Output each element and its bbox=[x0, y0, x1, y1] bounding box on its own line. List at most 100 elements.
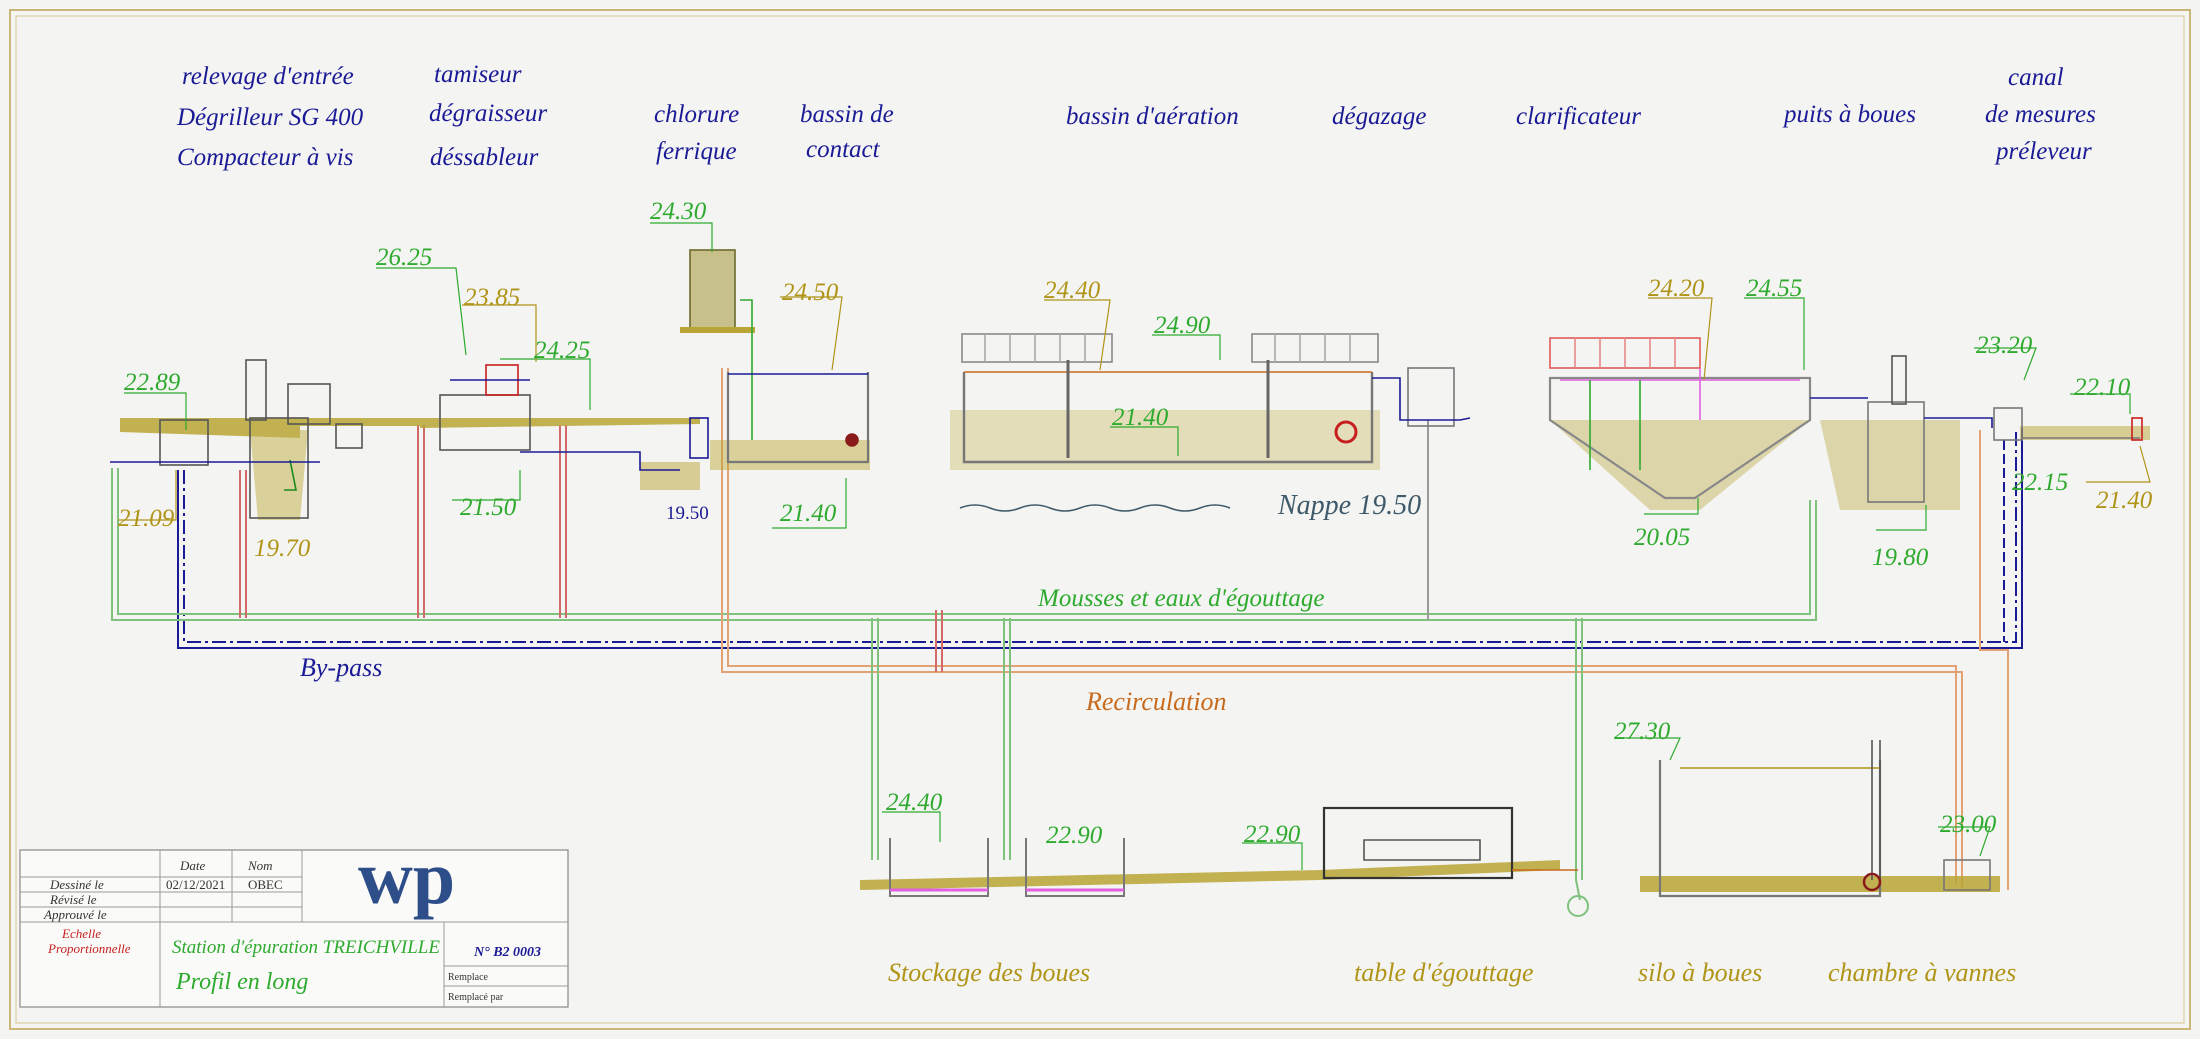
clarifier-body bbox=[1548, 376, 1812, 500]
header-bassin-de: bassin de bbox=[800, 101, 894, 128]
degrilleur-pit bbox=[249, 417, 309, 519]
green-down-3 bbox=[1575, 618, 1581, 901]
red-drop-1 bbox=[239, 470, 247, 618]
silo-body bbox=[1658, 760, 1882, 898]
relevage-pump bbox=[284, 459, 297, 491]
ground-6 bbox=[950, 410, 1380, 470]
bypass-line-2 bbox=[183, 428, 2017, 643]
drawing-frame bbox=[9, 9, 2191, 1030]
nappe-wave bbox=[959, 504, 1231, 512]
level-21-50: 21.50 bbox=[460, 494, 517, 521]
level-24-55: 24.55 bbox=[1746, 275, 1802, 302]
header-puits: puits à boues bbox=[1782, 101, 1916, 128]
egouttage-table bbox=[1363, 839, 1481, 861]
level-21-09: 21.09 bbox=[118, 505, 175, 532]
logo: wp bbox=[358, 836, 455, 920]
red-drop-3 bbox=[559, 425, 567, 618]
puits-riser bbox=[1891, 355, 1907, 405]
contact-basin bbox=[726, 372, 870, 464]
level-24-30: 24.30 bbox=[650, 198, 707, 225]
line-labels: Nappe 19.50 Mousses et eaux d'égouttage … bbox=[300, 490, 1421, 716]
ground bbox=[120, 410, 2150, 892]
level-21-40-canal: 21.40 bbox=[2096, 487, 2153, 514]
title-block: Date Nom Dessiné le Révisé le Approuvé l… bbox=[19, 836, 569, 1008]
ground-9 bbox=[2020, 426, 2150, 440]
level-22-10: 22.10 bbox=[2074, 374, 2131, 401]
header-mesures: de mesures bbox=[1985, 101, 2096, 128]
nappe-label: Nappe 19.50 bbox=[1277, 490, 1421, 521]
header-clarificateur: clarificateur bbox=[1516, 103, 1641, 130]
ground-1 bbox=[120, 418, 420, 438]
clarifier-pink bbox=[1560, 368, 1800, 420]
header-degraisseur: dégraisseur bbox=[429, 100, 547, 127]
compacteur bbox=[287, 383, 331, 425]
header-preleveur: préleveur bbox=[1994, 138, 2092, 165]
remplace: Remplace bbox=[448, 972, 489, 983]
label-egouttage: table d'égouttage bbox=[1354, 958, 1534, 987]
level-22-90-egouttage: 22.90 bbox=[1244, 821, 1301, 848]
chambre-valve bbox=[1862, 872, 1882, 892]
level-19-70: 19.70 bbox=[254, 535, 311, 562]
degazage-pipe bbox=[1372, 377, 1471, 421]
bypass-label: By-pass bbox=[300, 653, 382, 682]
level-20-05: 20.05 bbox=[1634, 524, 1690, 551]
header-aeration: bassin d'aération bbox=[1066, 103, 1239, 130]
level-24-50: 24.50 bbox=[782, 279, 839, 306]
tamiseur-outlet bbox=[520, 451, 680, 471]
row-revise: Révisé le bbox=[49, 892, 97, 907]
level-leaders-olive bbox=[118, 296, 2151, 521]
aeration-valve bbox=[1334, 420, 1358, 444]
ground-4 bbox=[640, 462, 700, 490]
compacteur-box bbox=[335, 423, 363, 449]
drawing-number: N° B2 0003 bbox=[473, 945, 541, 960]
remplace-par: Remplacé par bbox=[448, 992, 504, 1003]
tamiseur-tank bbox=[439, 394, 531, 451]
pump-circle bbox=[1567, 895, 1589, 917]
stockage-boues-1 bbox=[889, 838, 989, 897]
row-dessine: Dessiné le bbox=[49, 877, 104, 892]
ground-5 bbox=[710, 440, 870, 470]
level-22-89: 22.89 bbox=[124, 369, 181, 396]
header-canal: canal bbox=[2008, 64, 2064, 91]
profil-title: Profil en long bbox=[175, 969, 308, 995]
level-24-90: 24.90 bbox=[1154, 312, 1211, 339]
level-labels: 22.89 21.09 19.70 26.25 23.85 24.25 21.5… bbox=[118, 198, 2153, 849]
level-leaders bbox=[124, 222, 2131, 870]
col-nom: Nom bbox=[247, 858, 273, 873]
header-degrilleur: Dégrilleur SG 400 bbox=[176, 104, 364, 131]
equipment bbox=[110, 222, 2151, 898]
puits-pipe bbox=[1810, 397, 1993, 428]
degrilleur-frame bbox=[245, 359, 267, 421]
mousses-line bbox=[111, 468, 1817, 621]
chambre-vannes bbox=[1943, 859, 1991, 891]
canal-meter bbox=[2131, 417, 2143, 441]
red-drop-2 bbox=[417, 425, 425, 618]
contact-basin-valve bbox=[845, 433, 859, 447]
level-22-15: 22.15 bbox=[2012, 469, 2068, 496]
row-approuve: Approuvé le bbox=[43, 907, 107, 922]
ground-2 bbox=[420, 418, 700, 428]
ground-8 bbox=[1820, 420, 1960, 510]
level-24-20: 24.20 bbox=[1648, 275, 1705, 302]
green-down-2 bbox=[1003, 618, 1011, 860]
header-contact: contact bbox=[806, 136, 881, 163]
header-ferrique: ferrique bbox=[656, 138, 737, 165]
bypass-line bbox=[177, 428, 2023, 649]
level-19-80: 19.80 bbox=[1872, 544, 1929, 571]
header-compacteur: Compacteur à vis bbox=[177, 144, 353, 171]
level-23-20: 23.20 bbox=[1976, 332, 2033, 359]
clarifier-bridge-rails bbox=[1574, 338, 1676, 368]
header-relevage: relevage d'entrée bbox=[182, 63, 354, 90]
chlorure-pump bbox=[689, 417, 709, 459]
echelle-1: Echelle bbox=[61, 926, 101, 941]
aeration-walkway-2 bbox=[1251, 333, 1379, 363]
bottom-labels: Stockage des boues table d'égouttage sil… bbox=[888, 958, 2016, 987]
level-24-40-stockage: 24.40 bbox=[886, 789, 943, 816]
level-24-25: 24.25 bbox=[534, 337, 590, 364]
degazage-box bbox=[1407, 367, 1455, 427]
title-block-frame bbox=[19, 849, 569, 1008]
ground-10 bbox=[860, 860, 1560, 890]
header-tamiseur: tamiseur bbox=[434, 61, 522, 88]
nom-value: OBEC bbox=[248, 877, 283, 892]
date-value: 02/12/2021 bbox=[166, 877, 225, 892]
